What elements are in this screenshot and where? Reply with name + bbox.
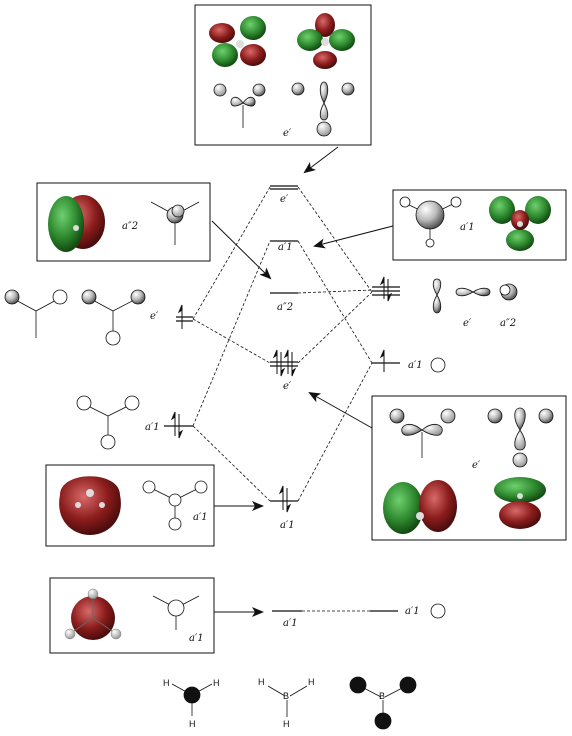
atom-label: H (283, 719, 290, 729)
box-a1-prime-bonding: a′1 (45, 464, 215, 547)
level-label-nonbonding-left: a′1 (283, 618, 298, 629)
molecule-2: B H H H (258, 677, 315, 729)
fragment-label-a2-dprime: a″2 (500, 318, 516, 329)
mo-surface-a1-prime-bottom (64, 588, 122, 640)
atom-label: H (258, 677, 265, 687)
mo-surface-e-prime-1 (209, 16, 266, 67)
level-label-left-e-prime: e′ (150, 311, 159, 322)
box-label: a′1 (460, 222, 475, 233)
box-a1-prime-upper: a′1 (392, 189, 567, 261)
orbital-sketch-a2-dprime (150, 201, 200, 245)
level-label-a1-prime-upper: a′1 (278, 242, 293, 253)
electron-spins (170, 276, 393, 513)
molecule-3: B (349, 676, 417, 730)
fragment-label-e-prime: e′ (463, 318, 472, 329)
level-label-a1-prime-lower: a′1 (280, 520, 295, 531)
right-a1-prime-sketch (430, 357, 446, 373)
dashed-correlation-lines (192, 186, 373, 612)
molecule-1: H H H (163, 678, 220, 729)
box-a2-dprime: a″2 (36, 182, 211, 262)
atom-label: B (283, 691, 289, 701)
left-e-prime-sketches (4, 289, 146, 346)
atom-label: H (308, 677, 315, 687)
box-label: a″2 (122, 221, 138, 232)
right-nonbonding-sketch (430, 603, 446, 619)
level-label-e-prime-mid: e′ (283, 381, 292, 392)
atom-label: H (189, 719, 196, 729)
orbital-sketch-e-prime-2 (291, 81, 355, 137)
mo-surface-a1-prime (489, 196, 551, 251)
atom-label: H (163, 678, 170, 688)
box-label: e′ (472, 460, 481, 471)
left-a1-prime-sketch (76, 395, 140, 450)
mo-surface-e-prime-2 (297, 13, 355, 69)
level-label-left-a1-prime: a′1 (145, 422, 160, 433)
connector-arrows (211, 146, 394, 617)
orbital-sketch-e-prime-3 (389, 408, 456, 458)
mo-surface-e-prime-4 (494, 477, 546, 529)
orbital-sketch-a1-prime-bonding (142, 480, 208, 531)
box-label: a′1 (189, 633, 204, 644)
orbital-sketch-a1-prime-bottom (152, 595, 200, 630)
box-e-prime-top: e′ (194, 4, 372, 146)
atom-label: B (379, 691, 385, 701)
box-e-prime-lower: e′ (371, 395, 567, 541)
level-label-a2-dprime: a″2 (277, 302, 293, 313)
atom-label: H (213, 678, 220, 688)
energy-levels (164, 185, 400, 612)
level-label-e-prime-top: e′ (280, 194, 289, 205)
box-label: e′ (283, 128, 292, 139)
orbital-sketch-e-prime-4 (487, 407, 554, 468)
orbital-sketch-e-prime-1 (213, 83, 266, 128)
level-label-nonbonding-right: a′1 (405, 606, 420, 617)
mo-surface-a1-prime-bonding (59, 476, 121, 535)
box-a1-prime-bottom: a′1 (49, 577, 215, 654)
fragment-label-a1-prime: a′1 (408, 360, 423, 371)
mo-surface-a2-dprime (48, 195, 105, 252)
right-fragment-sketches (432, 278, 518, 314)
mo-surface-e-prime-3 (383, 480, 457, 534)
orbital-sketch-a1-prime (399, 196, 462, 248)
box-label: a′1 (193, 512, 208, 523)
